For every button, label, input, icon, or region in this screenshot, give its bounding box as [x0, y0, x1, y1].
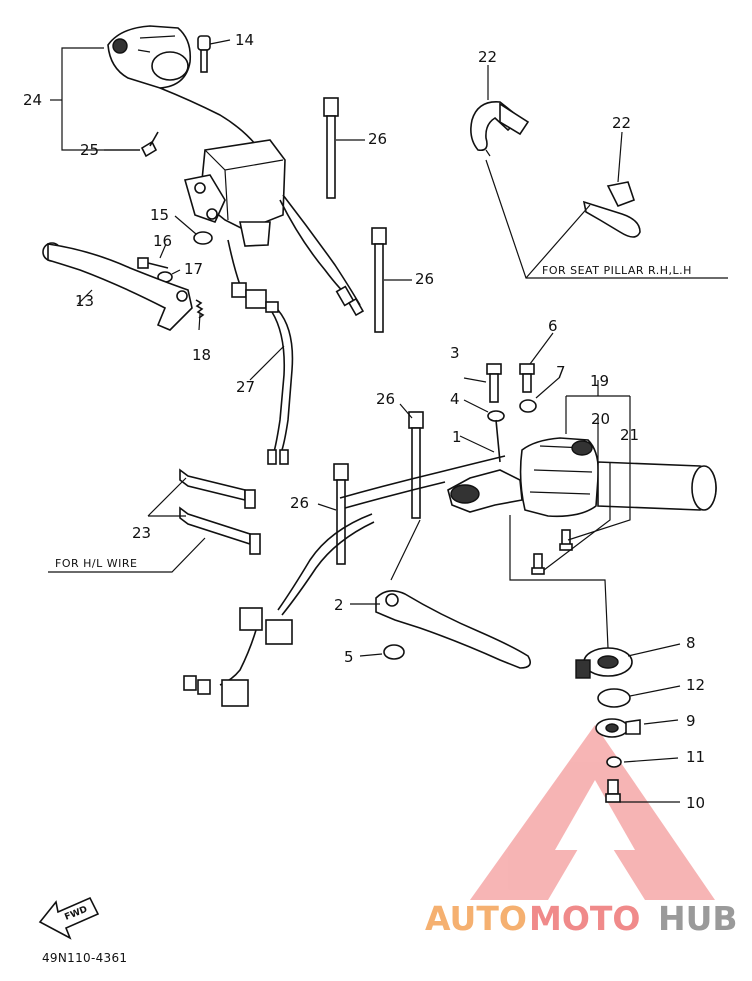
brake-lever [375, 590, 531, 669]
callout-27: 27 [236, 378, 255, 396]
screw-25 [140, 131, 159, 158]
callout-26d: 26 [290, 494, 309, 512]
watermark-hub: HUB [658, 899, 738, 938]
cable-tie-23a [179, 468, 256, 509]
screw-10 [605, 779, 621, 803]
switch-wire-2 [279, 199, 353, 301]
callout-21: 21 [620, 426, 639, 444]
callout-22a: 22 [478, 48, 497, 66]
bolt-16 [137, 257, 169, 269]
clamp-22a [470, 101, 530, 152]
clutch-switch-body [183, 139, 286, 247]
callout-15: 15 [150, 206, 169, 224]
callout-18: 18 [192, 346, 211, 364]
callout-26b: 26 [415, 270, 434, 288]
nut-5 [383, 644, 405, 660]
clutch-switch-27 [227, 239, 294, 465]
callout-23: 23 [132, 524, 151, 542]
callout-20: 20 [591, 410, 610, 428]
cable-tie-23b [179, 506, 261, 555]
callout-3: 3 [450, 344, 460, 362]
clutch-lever [42, 242, 193, 331]
throttle-grip [597, 461, 717, 511]
note-seat-pillar: FOR SEAT PILLAR R.H,L.H [542, 264, 692, 277]
throttle-pulley-8 [575, 647, 633, 679]
callout-24: 24 [23, 91, 42, 109]
cable-tie-26b [371, 227, 387, 333]
watermark-moto: MOTO [529, 899, 640, 938]
bolt-3 [486, 363, 502, 403]
cable-tie-26a [323, 97, 339, 199]
watermark-auto: AUTO [425, 899, 527, 938]
callout-26c: 26 [376, 390, 395, 408]
callout-12: 12 [686, 676, 705, 694]
cable-guide-9 [595, 718, 641, 738]
washer-4 [487, 410, 505, 422]
callout-2: 2 [334, 596, 344, 614]
switch-harness [183, 513, 375, 707]
callout-6: 6 [548, 317, 558, 335]
callout-1: 1 [452, 428, 462, 446]
callout-26a: 26 [368, 130, 387, 148]
nut-7 [519, 399, 537, 413]
diagram-code: 49N110-4361 [42, 951, 127, 965]
screw-20 [559, 529, 573, 551]
left-handlebar-switch [107, 25, 192, 89]
callout-11: 11 [686, 748, 705, 766]
callout-13: 13 [75, 292, 94, 310]
callout-14: 14 [235, 31, 254, 49]
callout-25: 25 [80, 141, 99, 159]
spacer-12 [597, 688, 631, 708]
fwd-arrow-icon: FWD [38, 896, 100, 940]
callout-10: 10 [686, 794, 705, 812]
leader-lines [48, 39, 728, 803]
note-hl-wire: FOR H/L WIRE [55, 557, 137, 570]
watermark-text: AUTO MOTO HUB [425, 899, 738, 938]
callout-4: 4 [450, 390, 460, 408]
callout-17: 17 [184, 260, 203, 278]
cable-tie-26d [333, 463, 349, 565]
switch-wire [159, 87, 261, 151]
cable-tie-26c [408, 411, 424, 519]
callout-22b: 22 [612, 114, 631, 132]
callout-7: 7 [556, 363, 566, 381]
right-switch-19 [519, 437, 600, 518]
callout-5: 5 [344, 648, 354, 666]
watermark-logo [470, 725, 715, 900]
callout-9: 9 [686, 712, 696, 730]
nut-15 [193, 231, 213, 245]
callout-16: 16 [153, 232, 172, 250]
pivot-1 [495, 419, 501, 463]
callout-8: 8 [686, 634, 696, 652]
bolt-6 [519, 363, 535, 393]
switch-wire-3 [282, 194, 361, 306]
washer-11 [606, 756, 622, 768]
spring-18 [195, 299, 205, 319]
clamp-22b [582, 181, 641, 238]
wire-terminals [335, 285, 365, 317]
screw-21 [531, 553, 545, 575]
screw-14 [197, 35, 211, 73]
callout-19: 19 [590, 372, 609, 390]
brake-lever-holder [339, 455, 523, 513]
